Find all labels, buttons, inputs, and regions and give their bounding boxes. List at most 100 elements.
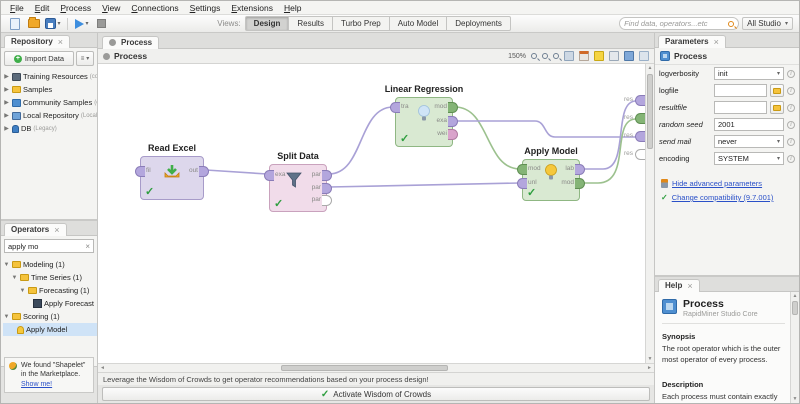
- global-search-input[interactable]: Find data, operators...etc: [619, 17, 740, 30]
- result-port-4[interactable]: [635, 149, 645, 160]
- view-design-button[interactable]: Design: [244, 16, 289, 31]
- clear-search-icon[interactable]: ×: [85, 241, 90, 251]
- scroll-up-icon[interactable]: ▲: [647, 65, 653, 71]
- expand-arrow-icon[interactable]: ▶: [4, 100, 9, 106]
- search-scope-select[interactable]: All Studio ▾: [742, 17, 793, 30]
- port-out[interactable]: [199, 166, 209, 177]
- op-group-time-series[interactable]: ▼ Time Series (1): [11, 273, 82, 282]
- process-tab[interactable]: Process: [102, 36, 160, 49]
- add-note-icon[interactable]: [594, 51, 604, 61]
- view-deployments-button[interactable]: Deployments: [446, 16, 511, 31]
- encoding-select[interactable]: SYSTEM ▾: [714, 152, 784, 165]
- hide-advanced-parameters-link[interactable]: Hide advanced parameters: [672, 179, 763, 188]
- info-icon[interactable]: i: [787, 137, 795, 146]
- scroll-down-icon[interactable]: ▼: [792, 396, 798, 402]
- canvas-vertical-scrollbar[interactable]: ▲ ▼: [645, 64, 654, 363]
- scrollbar-thumb[interactable]: [647, 74, 653, 149]
- info-icon[interactable]: i: [787, 103, 795, 112]
- send-mail-select[interactable]: never ▾: [714, 135, 784, 148]
- run-process-button[interactable]: ▾: [74, 17, 90, 31]
- scroll-up-icon[interactable]: ▲: [792, 293, 798, 299]
- port-mod-out[interactable]: [575, 178, 585, 189]
- view-auto-model-button[interactable]: Auto Model: [388, 16, 447, 31]
- scrollbar-thumb[interactable]: [281, 365, 449, 371]
- canvas-horizontal-scrollbar[interactable]: ◄ ►: [98, 363, 654, 372]
- repo-item-training-resources[interactable]: ▶ Training Resources(connected): [4, 72, 97, 81]
- random-seed-input[interactable]: 2001: [714, 118, 784, 131]
- help-vertical-scrollbar[interactable]: ▲ ▼: [790, 292, 799, 403]
- activate-wisdom-button[interactable]: ✓ Activate Wisdom of Crowds: [102, 387, 650, 401]
- menu-process[interactable]: Process: [60, 2, 92, 13]
- logfile-input[interactable]: [714, 84, 767, 97]
- logverbosity-select[interactable]: init ▾: [714, 67, 784, 80]
- close-icon[interactable]: ×: [713, 36, 719, 47]
- zoom-fit-icon[interactable]: [553, 53, 559, 59]
- view-results-button[interactable]: Results: [288, 16, 333, 31]
- op-group-forecasting[interactable]: ▼ Forecasting (1): [19, 286, 90, 295]
- repo-item-samples[interactable]: ▶ Samples: [4, 85, 53, 94]
- result-port-3[interactable]: [635, 131, 645, 142]
- scroll-down-icon[interactable]: ▼: [647, 356, 653, 362]
- collapse-arrow-icon[interactable]: ▼: [11, 274, 18, 281]
- operator-search-input[interactable]: apply mo ×: [4, 239, 94, 253]
- menu-edit[interactable]: Edit: [34, 2, 50, 13]
- repository-menu-button[interactable]: ≡▾: [76, 51, 94, 66]
- menu-connections[interactable]: Connections: [131, 2, 179, 13]
- marketplace-show-me-link[interactable]: Show me!: [21, 380, 53, 388]
- copy-icon[interactable]: [564, 51, 574, 61]
- collapse-arrow-icon[interactable]: ▼: [3, 313, 10, 320]
- import-data-button[interactable]: + Import Data: [4, 51, 74, 66]
- info-icon[interactable]: i: [787, 154, 795, 163]
- op-group-scoring[interactable]: ▼ Scoring (1): [3, 312, 60, 321]
- scroll-right-icon[interactable]: ►: [647, 365, 652, 371]
- port-exa-out[interactable]: [448, 116, 458, 127]
- logfile-browse-button[interactable]: [770, 84, 784, 97]
- collapse-arrow-icon[interactable]: ▼: [19, 287, 26, 294]
- new-process-button[interactable]: [7, 17, 23, 31]
- expand-arrow-icon[interactable]: ▶: [4, 87, 9, 93]
- repo-item-db[interactable]: ▶ DB(Legacy): [4, 124, 57, 133]
- change-compatibility-link[interactable]: Change compatibility (9.7.001): [671, 193, 774, 202]
- operator-apply-model[interactable]: Apply Model mod unl lab mod: [517, 146, 585, 201]
- auto-wire-icon[interactable]: [609, 51, 619, 61]
- op-item-apply-forecast[interactable]: Apply Forecast: [3, 297, 97, 310]
- result-port-2[interactable]: [635, 113, 645, 124]
- close-icon[interactable]: ×: [57, 36, 64, 47]
- resultfile-browse-button[interactable]: [770, 101, 784, 114]
- operator-linear-regression[interactable]: Linear Regression tra mod exa wei: [384, 84, 464, 147]
- port-par-2[interactable]: [322, 183, 332, 194]
- operator-read-excel[interactable]: Read Excel fil out ✓: [135, 143, 209, 200]
- port-wei-out[interactable]: [448, 129, 458, 140]
- menu-file[interactable]: File: [10, 2, 24, 13]
- view-turbo-prep-button[interactable]: Turbo Prep: [332, 16, 389, 31]
- port-par-3[interactable]: [322, 195, 332, 206]
- fullscreen-icon[interactable]: [639, 51, 649, 61]
- repo-item-local-repository[interactable]: ▶ Local Repository(Local): [4, 111, 97, 120]
- info-icon[interactable]: i: [787, 69, 795, 78]
- expand-arrow-icon[interactable]: ▶: [4, 126, 9, 132]
- zoom-out-icon[interactable]: [531, 53, 537, 59]
- menu-settings[interactable]: Settings: [189, 2, 221, 13]
- result-port-1[interactable]: [635, 95, 645, 106]
- export-image-icon[interactable]: [624, 51, 634, 61]
- process-canvas[interactable]: Read Excel fil out ✓ S: [98, 64, 654, 363]
- expand-arrow-icon[interactable]: ▶: [4, 113, 9, 119]
- close-icon[interactable]: ×: [687, 280, 693, 291]
- op-item-apply-model[interactable]: Apply Model: [3, 323, 97, 336]
- save-process-button[interactable]: ▾: [45, 17, 61, 31]
- help-tab[interactable]: Help ×: [658, 279, 700, 292]
- close-icon[interactable]: ×: [54, 224, 60, 235]
- expand-arrow-icon[interactable]: ▶: [4, 74, 9, 80]
- port-mod-in[interactable]: [517, 164, 527, 175]
- scrollbar-thumb[interactable]: [792, 301, 798, 315]
- port-par-1[interactable]: [322, 170, 332, 181]
- zoom-in-icon[interactable]: [542, 53, 548, 59]
- parameters-tab[interactable]: Parameters ×: [658, 35, 726, 48]
- paste-icon[interactable]: [579, 51, 589, 61]
- repo-item-community-samples[interactable]: ▶ Community Samples(connected): [4, 98, 97, 107]
- info-icon[interactable]: i: [787, 86, 795, 95]
- port-unl-in[interactable]: [517, 178, 527, 189]
- operator-split-data[interactable]: Split Data exa par par par ✓: [264, 151, 332, 212]
- open-process-button[interactable]: [26, 17, 42, 31]
- info-icon[interactable]: i: [787, 120, 795, 129]
